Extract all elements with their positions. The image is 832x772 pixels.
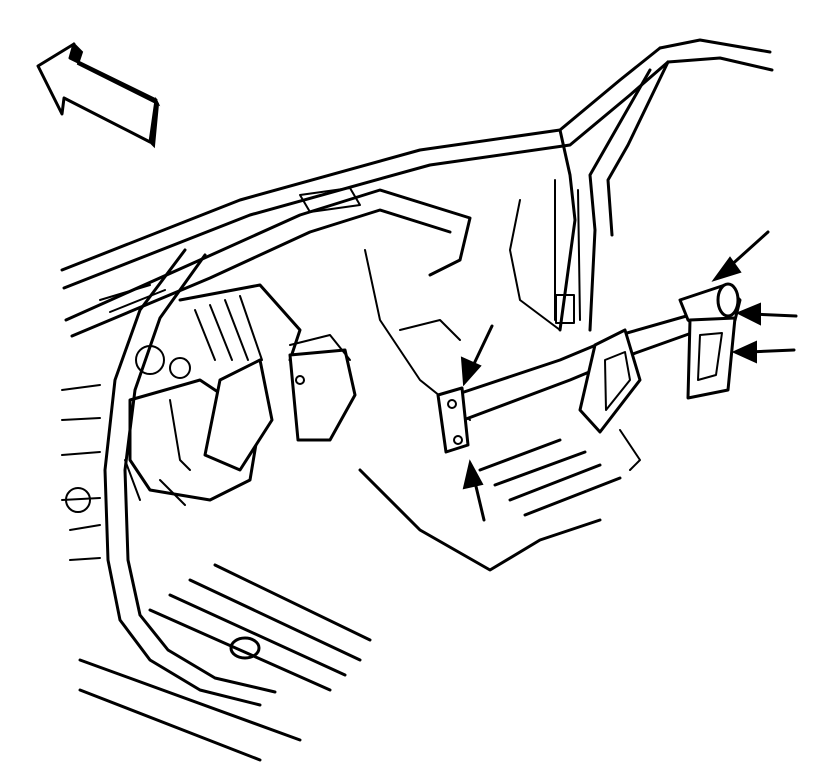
left-pillar-door-opening [61, 248, 277, 707]
callout-arrow-icon [735, 302, 798, 326]
forward-direction-arrow-icon [36, 42, 161, 149]
instrument-panel-hvac-module [124, 283, 357, 506]
callout-arrow-icon [711, 230, 770, 282]
floor-ribs-left [78, 563, 372, 762]
door-frame-pillar [554, 60, 670, 332]
floor-ribs-right [478, 438, 622, 517]
callout-arrow-icon [462, 459, 486, 522]
callout-arrow-icon [731, 340, 796, 364]
callout-arrow-icon [460, 324, 494, 387]
roof-windshield-frame [60, 38, 774, 338]
floor-tunnel [358, 199, 602, 572]
cross-car-beam [436, 282, 742, 471]
